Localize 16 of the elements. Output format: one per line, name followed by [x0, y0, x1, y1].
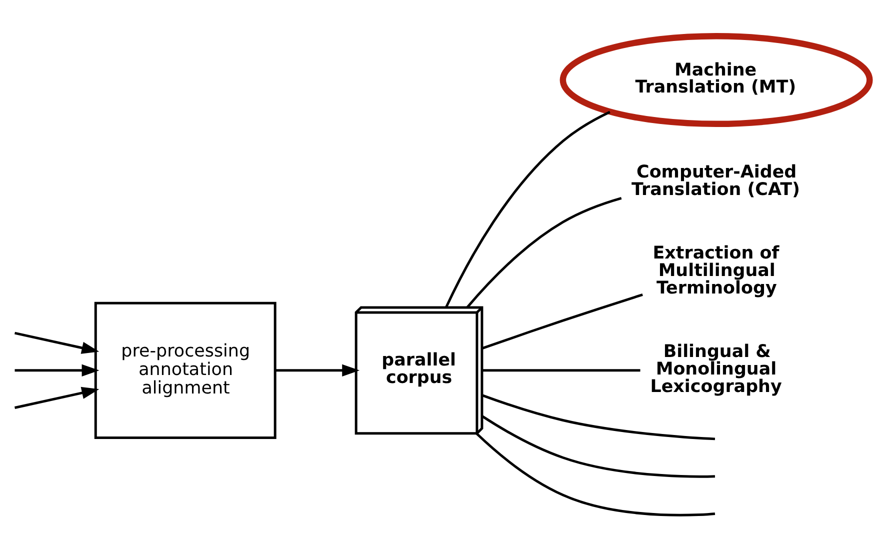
connector [482, 294, 643, 350]
connector [466, 197, 622, 308]
connector [482, 369, 640, 372]
connector [481, 415, 716, 478]
arrow [275, 364, 360, 377]
connector [482, 394, 716, 440]
node-ellipse: Machine Translation (MT) [560, 33, 873, 128]
connector [476, 432, 716, 516]
arrow [14, 386, 100, 409]
node-box: pre-processing annotation alignment [94, 302, 276, 439]
connector [445, 110, 610, 308]
arrow [14, 332, 100, 354]
arrow [14, 364, 100, 377]
node-text: Computer-Aided Translation (CAT) [632, 162, 800, 200]
node-text: Bilingual & Monolingual Lexicography [650, 342, 782, 397]
node-text: Extraction of Multilingual Terminology [652, 243, 780, 298]
